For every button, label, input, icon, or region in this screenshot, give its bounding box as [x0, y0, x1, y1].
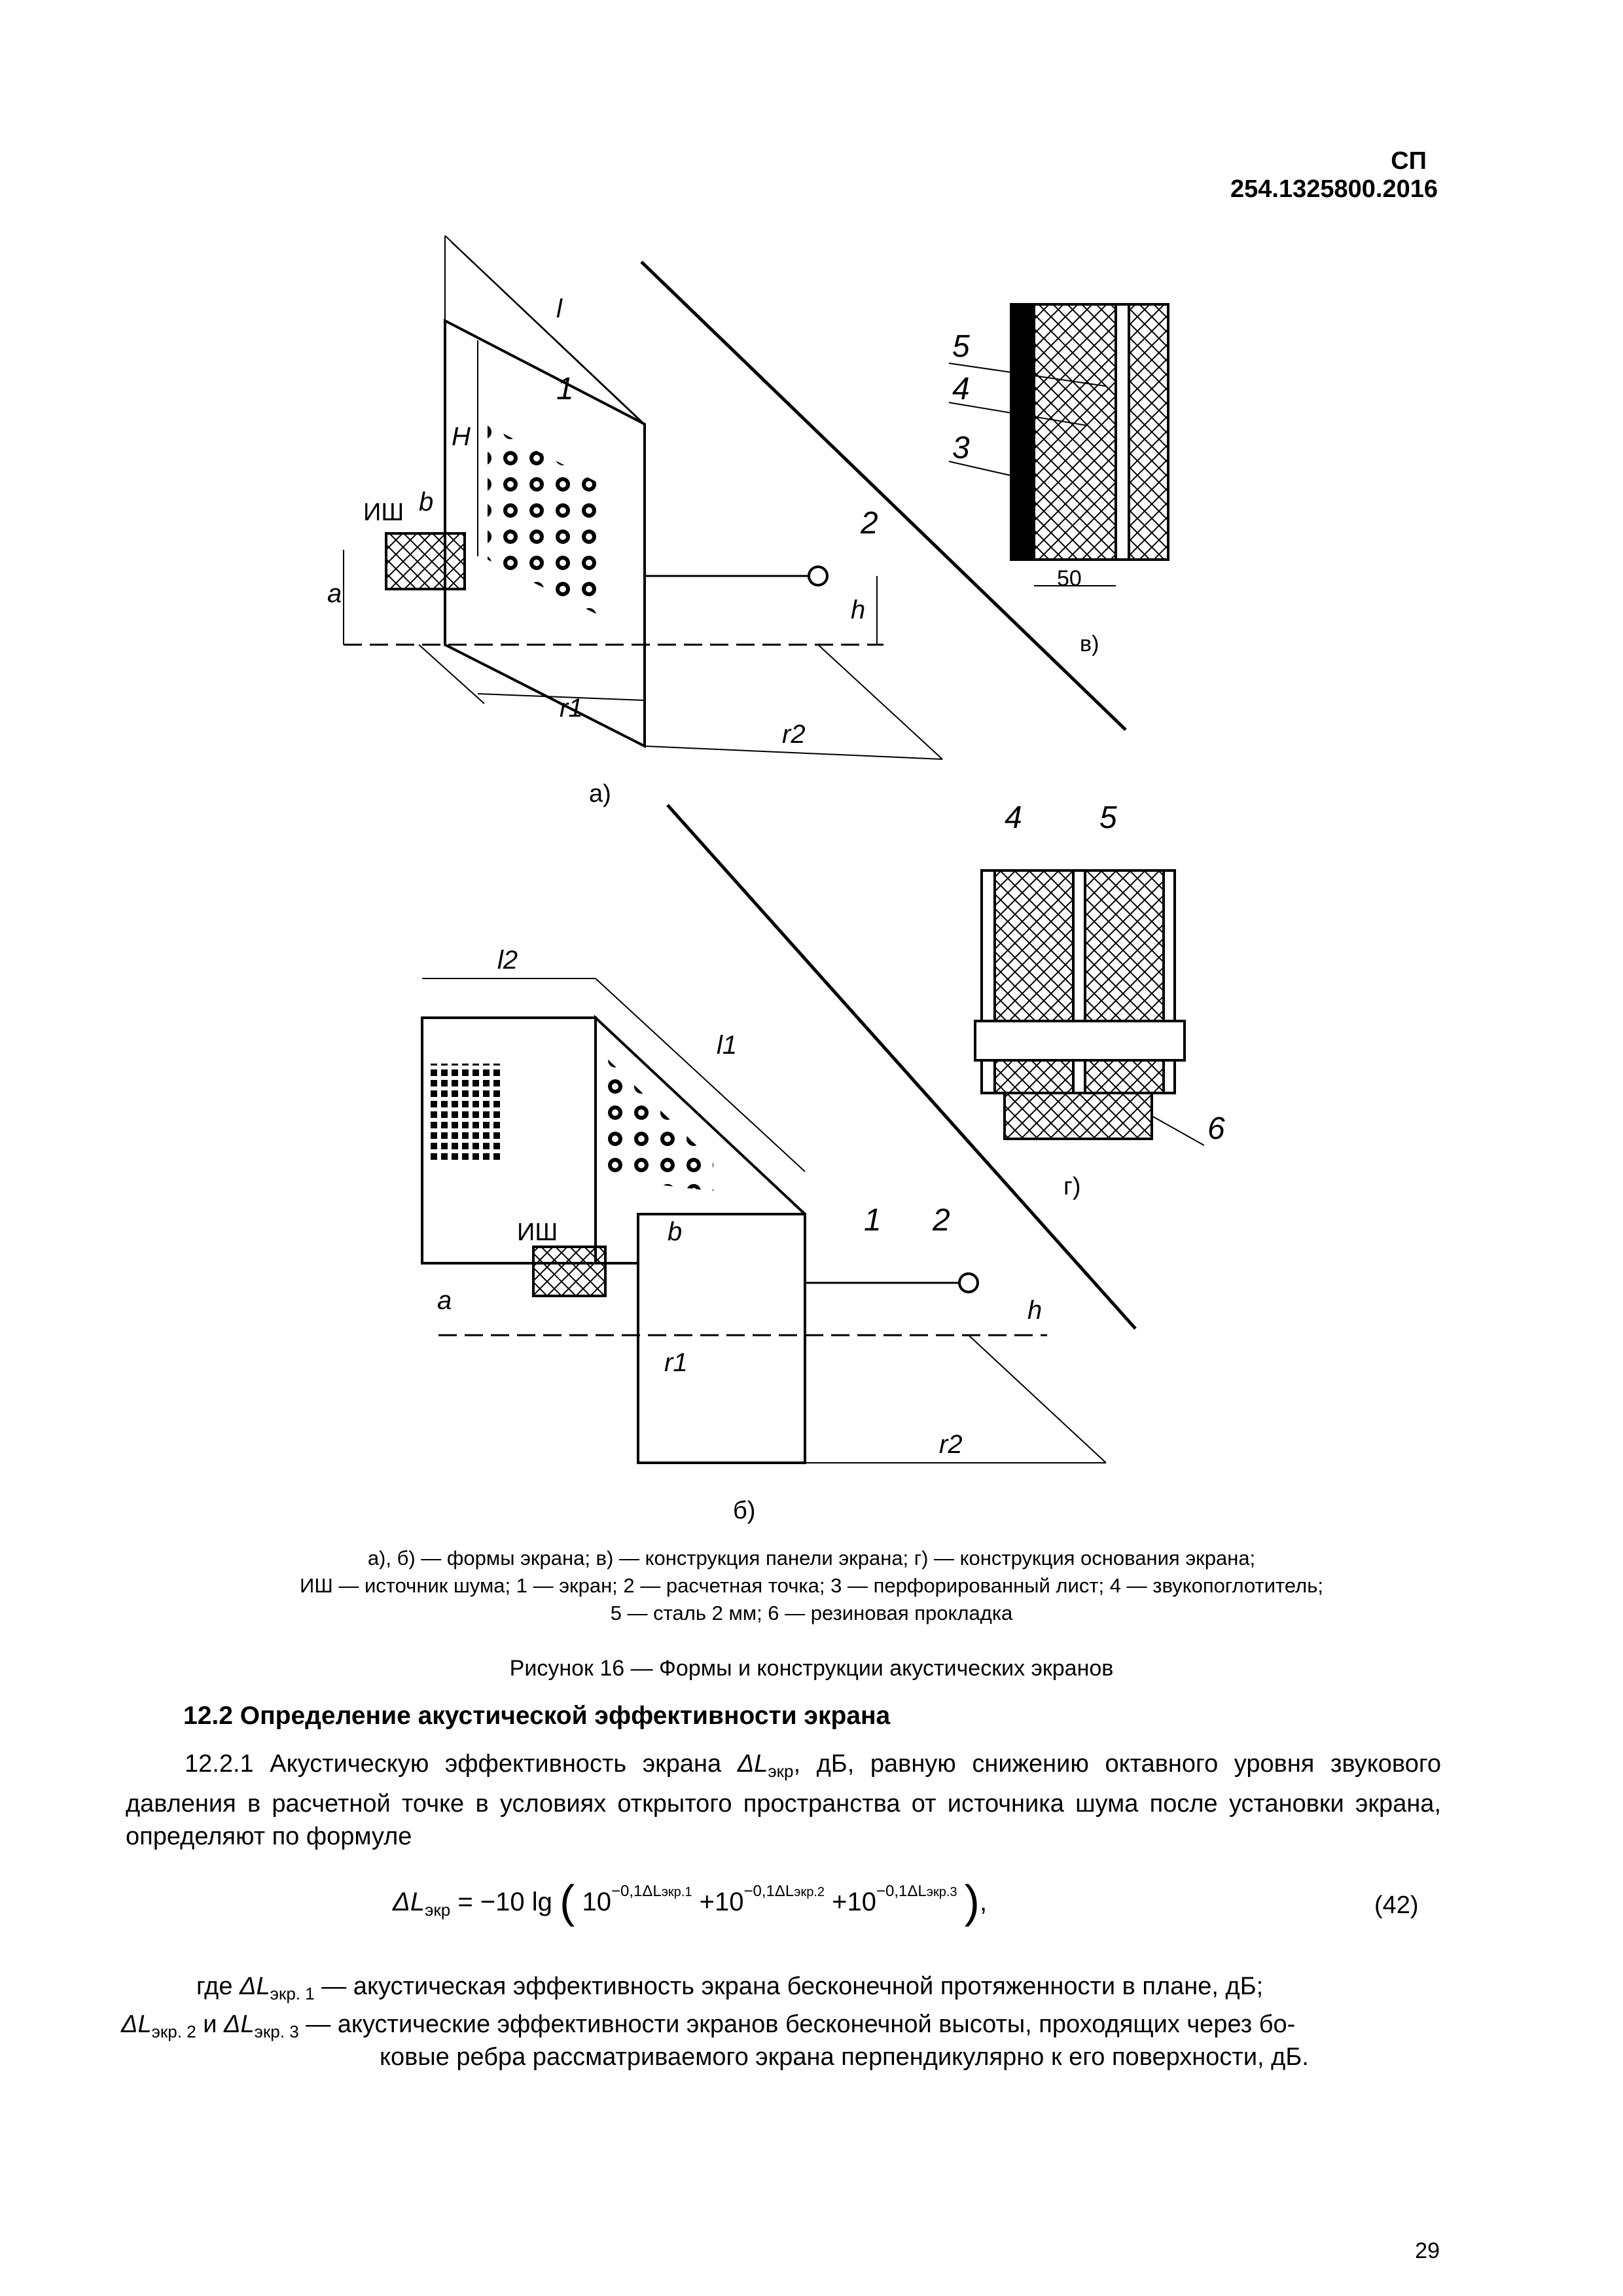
perforation-area-b — [602, 1054, 713, 1191]
perforated-sheet — [1010, 303, 1035, 561]
noise-source-a — [385, 532, 466, 590]
label-b-b: b — [668, 1217, 682, 1246]
rubber-gasket — [1003, 1092, 1153, 1140]
label-l1: l1 — [717, 1031, 737, 1060]
calc-point-b — [958, 1272, 979, 1293]
label-part-v: в) — [1080, 632, 1099, 656]
label-ish-a: ИШ — [363, 499, 404, 526]
paragraph-12-2-1: 12.2.1 Акустическую эффективность экрана… — [126, 1750, 1441, 1850]
front-screen-b — [637, 1213, 806, 1464]
label-r1-b: r1 — [664, 1348, 688, 1377]
grid-area-b — [429, 1064, 504, 1162]
label-H: H — [452, 422, 471, 451]
label-4-g: 4 — [1005, 800, 1022, 835]
label-2-b: 2 — [932, 1203, 950, 1238]
diagram-part-g — [974, 869, 1205, 1146]
label-part-b: б) — [733, 1497, 755, 1524]
noise-source-b — [532, 1246, 607, 1297]
figure-legend-line-2: ИШ — источник шума; 1 — экран; 2 — расче… — [300, 1574, 1323, 1597]
where-line-2: ΔLэкр. 2 и ΔLэкр. 3 — акустические эффек… — [121, 2011, 1296, 2041]
label-r2-b: r2 — [939, 1430, 963, 1459]
label-l: l — [556, 295, 563, 323]
section-heading: 12.2 Определение акустической эффективно… — [183, 1702, 891, 1730]
label-h-a: h — [851, 596, 865, 624]
label-h-b: h — [1027, 1296, 1042, 1325]
label-part-a: а) — [589, 780, 611, 808]
label-4-v: 4 — [952, 372, 970, 406]
label-2-a: 2 — [860, 506, 878, 541]
figure-caption: Рисунок 16 — Формы и конструкции акустич… — [509, 1656, 1114, 1681]
where-line-1: где ΔLэкр. 1 — акустическая эффективност… — [196, 1973, 1264, 2003]
diagram-part-a — [343, 235, 1127, 760]
equation-number: (42) — [1374, 1892, 1419, 1919]
label-ish-b: ИШ — [517, 1219, 558, 1246]
figure-16: l H 1 2 b a h r1 r2 ИШ а) 5 4 3 50 в) — [327, 235, 1225, 1524]
diagram-part-v — [948, 303, 1169, 586]
label-3-v: 3 — [952, 431, 970, 465]
label-6-g: 6 — [1207, 1111, 1225, 1146]
label-r2-a: r2 — [782, 720, 806, 749]
figure-legend-line-1: а), б) — формы экрана; в) — конструкция … — [367, 1547, 1256, 1570]
diagram-part-b — [421, 804, 1137, 1464]
label-5-v: 5 — [952, 329, 970, 364]
label-part-g: г) — [1063, 1173, 1081, 1200]
where-line-3: ковые ребра рассматриваемого экрана перп… — [380, 2043, 1309, 2071]
figure-legend-line-3: 5 — сталь 2 мм; 6 — резиновая прокладка — [610, 1602, 1013, 1624]
label-b-a: b — [419, 488, 433, 516]
label-1-b: 1 — [864, 1203, 882, 1238]
page-number: 29 — [1415, 2238, 1440, 2263]
formula-42: ΔLэкр = −10 lg ( 10−0,1ΔLэкр.1 +10−0,1ΔL… — [393, 1876, 988, 1927]
calc-point-a — [808, 565, 829, 586]
label-r1-a: r1 — [560, 694, 583, 723]
label-1-a: 1 — [556, 372, 574, 406]
label-5-g: 5 — [1099, 800, 1117, 835]
label-l2: l2 — [497, 946, 518, 975]
perforation-area-a — [488, 425, 599, 615]
document-code: СП 254.1325800.2016 — [1230, 147, 1438, 203]
label-a-a: a — [327, 579, 342, 608]
label-50: 50 — [1057, 566, 1082, 591]
label-a-b: a — [437, 1286, 452, 1315]
